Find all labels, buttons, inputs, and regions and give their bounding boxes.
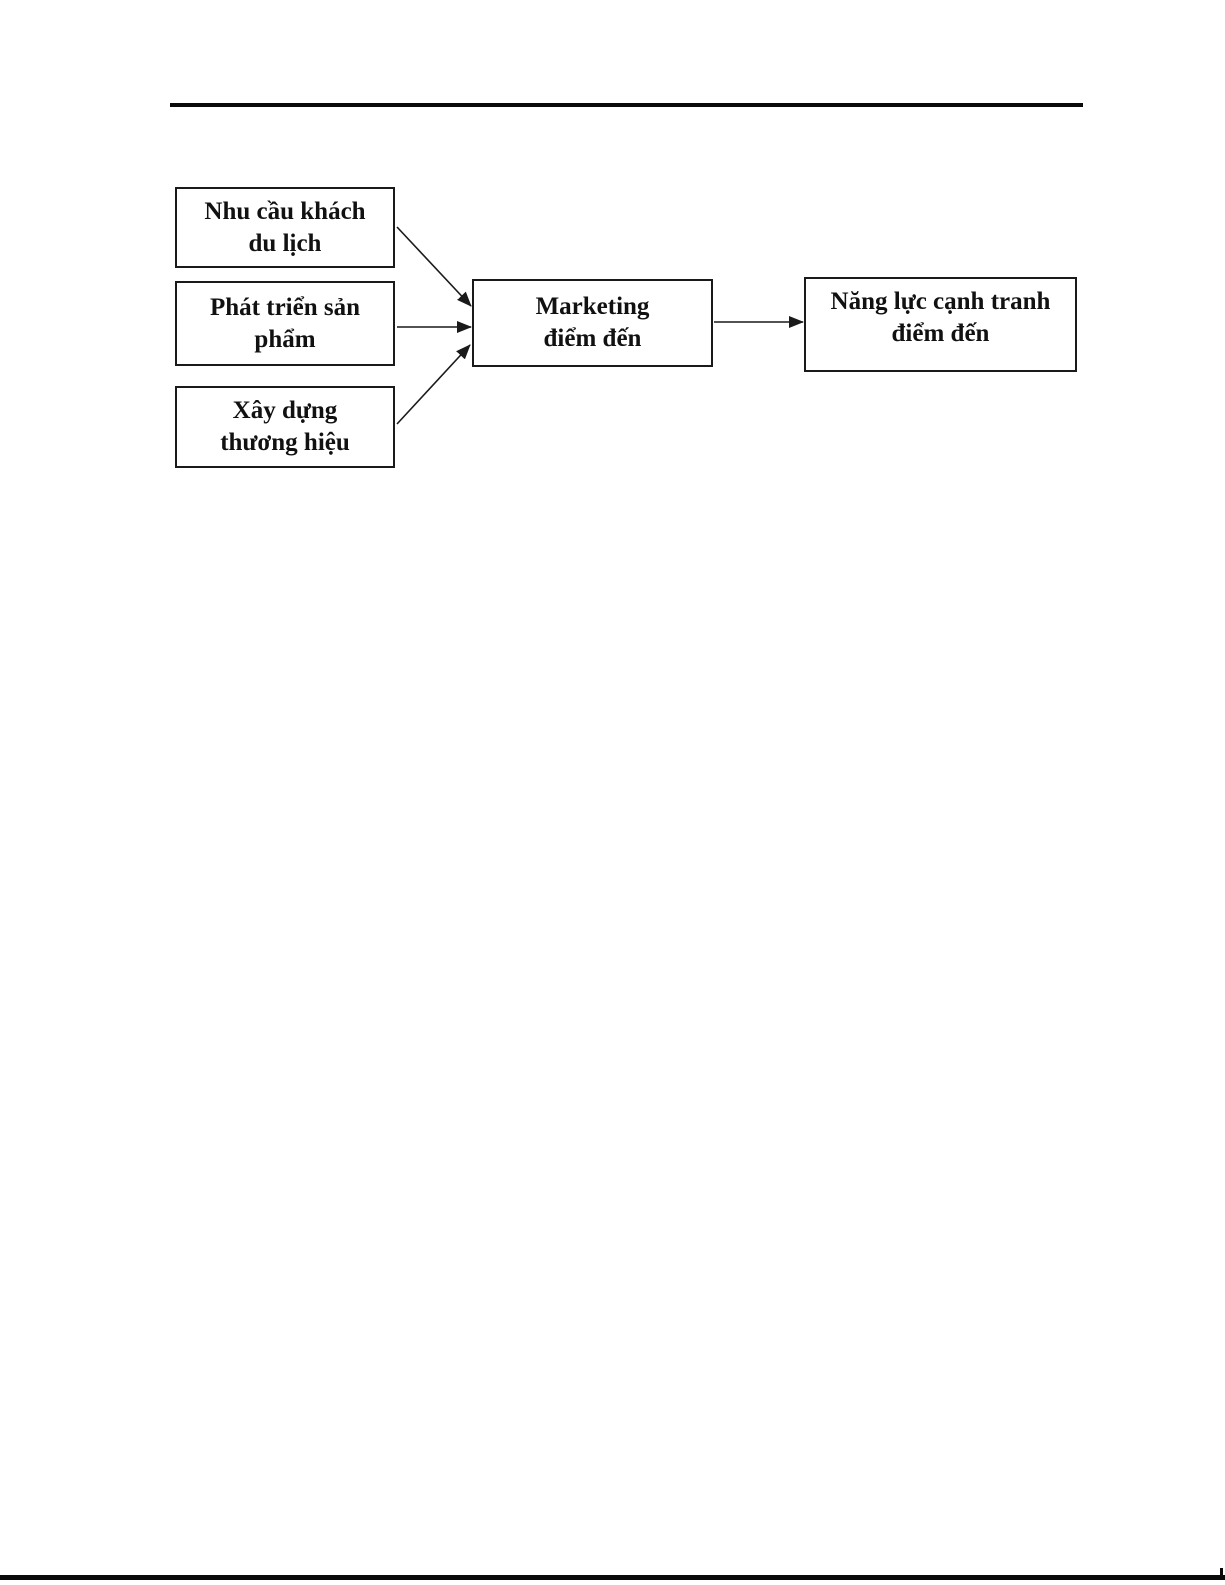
diagram-node-destination-marketing: Marketing điểm đến bbox=[472, 279, 713, 367]
diagram-node-product-development: Phát triển sản phẩm bbox=[175, 281, 395, 366]
edge-branding-to-marketing-arrow bbox=[396, 344, 471, 425]
header-rule bbox=[170, 103, 1083, 107]
edge-demand-to-marketing-arrow bbox=[396, 226, 472, 307]
footer-rule bbox=[0, 1575, 1225, 1580]
footer-rule-tick bbox=[1220, 1568, 1223, 1576]
diagram-node-branding: Xây dựng thương hiệu bbox=[175, 386, 395, 468]
diagram-node-tourist-demand: Nhu cầu khách du lịch bbox=[175, 187, 395, 268]
diagram-node-destination-competitiveness: Năng lực cạnh tranh điểm đến bbox=[804, 277, 1077, 372]
